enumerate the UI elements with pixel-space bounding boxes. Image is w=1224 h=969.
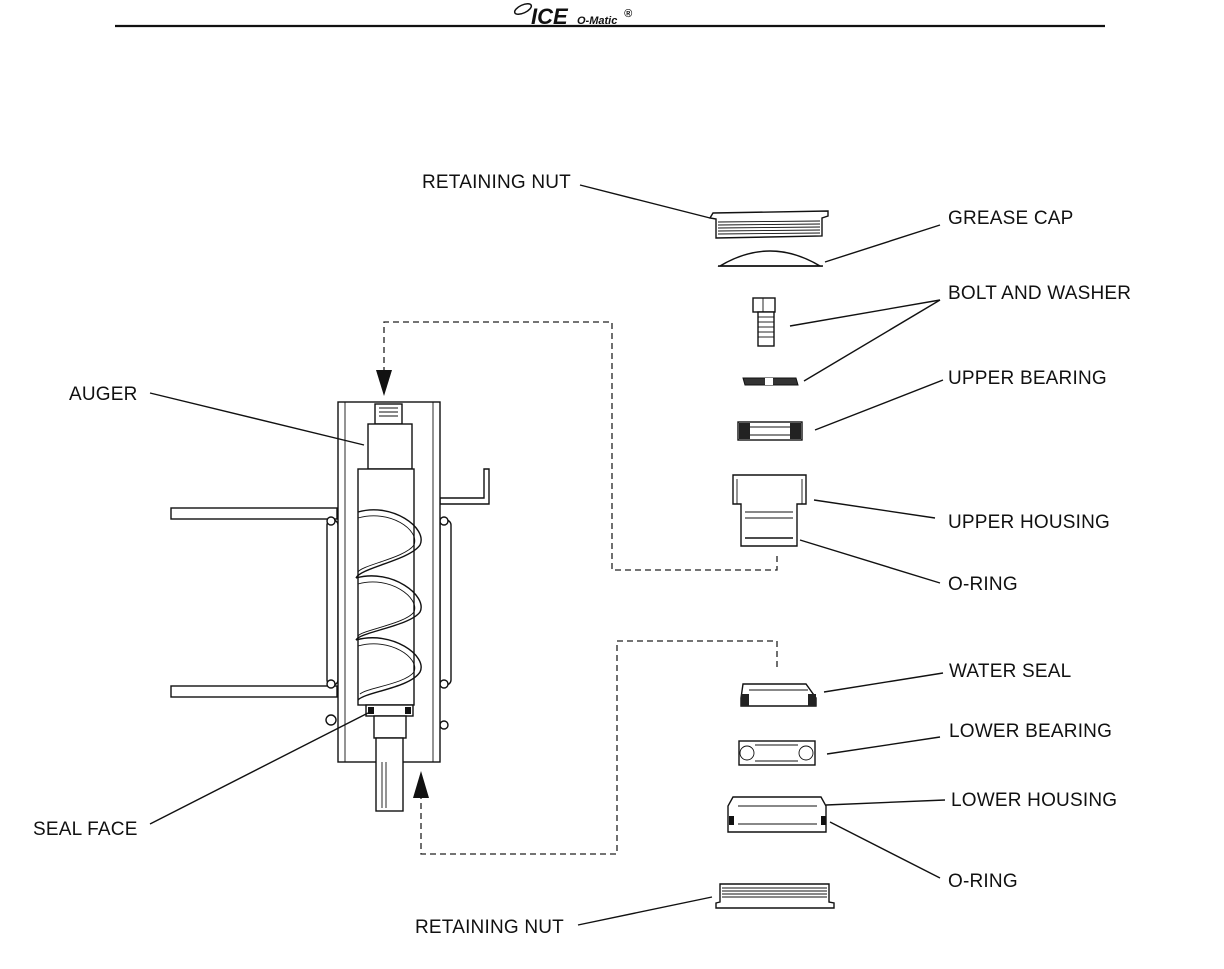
logo-registered-mark: ® — [624, 8, 633, 20]
upper-housing-part — [732, 474, 807, 547]
retaining-nut-bottom-part — [715, 883, 835, 909]
lower-housing-part — [727, 796, 827, 833]
auger-upper-shaft — [367, 423, 413, 470]
auger-lower-shaft — [375, 737, 404, 812]
leader-lines — [149, 184, 946, 926]
lower-assembly-path — [420, 640, 778, 855]
water-seal-part — [740, 683, 817, 707]
upper-assembly-path — [383, 321, 778, 571]
label-auger: AUGER — [69, 384, 138, 405]
logo-sub-text: O-Matic — [577, 15, 617, 27]
label-bolt-and-washer: BOLT AND WASHER — [948, 283, 1131, 304]
auger-assembly — [170, 401, 490, 812]
logo-swoosh-icon — [513, 2, 533, 16]
logo-main-text: ICE — [531, 4, 569, 29]
retaining-nut-top-part — [708, 210, 829, 239]
label-retaining-nut-top: RETAINING NUT — [422, 172, 571, 193]
header-logo: ICE O-Matic ® — [513, 2, 633, 29]
label-lower-housing: LOWER HOUSING — [951, 790, 1117, 811]
label-upper-housing: UPPER HOUSING — [948, 512, 1110, 533]
up-arrow-icon — [413, 771, 429, 798]
label-o-ring-upper: O-RING — [948, 574, 1018, 595]
clamp-screw-icon — [325, 714, 337, 726]
lower-bracket-pipe — [170, 685, 338, 698]
clamp-screw-icon — [326, 516, 336, 526]
label-upper-bearing: UPPER BEARING — [948, 368, 1107, 389]
label-water-seal: WATER SEAL — [949, 661, 1071, 682]
down-arrow-icon — [376, 370, 392, 396]
label-o-ring-lower: O-RING — [948, 871, 1018, 892]
bolt-part — [752, 297, 776, 347]
label-grease-cap: GREASE CAP — [948, 208, 1074, 229]
label-retaining-nut-bottom: RETAINING NUT — [415, 917, 564, 938]
label-lower-bearing: LOWER BEARING — [949, 721, 1112, 742]
clamp-screw-icon — [439, 720, 449, 730]
left-clamp-strap — [326, 519, 339, 686]
upper-bracket-pipe — [170, 507, 338, 520]
right-bracket-rod — [439, 468, 490, 505]
auger-flights — [355, 509, 422, 701]
clamp-screw-icon — [439, 516, 449, 526]
clamp-screw-icon — [326, 679, 336, 689]
lower-bearing-part — [738, 740, 816, 766]
auger-lower-collar — [373, 715, 407, 739]
label-seal-face: SEAL FACE — [33, 819, 138, 840]
auger-top-stub — [374, 403, 403, 425]
grease-cap-part — [717, 250, 823, 267]
auger-body — [357, 468, 415, 706]
clamp-screw-icon — [439, 679, 449, 689]
right-clamp-strap — [439, 519, 452, 686]
upper-bearing-part — [737, 421, 803, 441]
